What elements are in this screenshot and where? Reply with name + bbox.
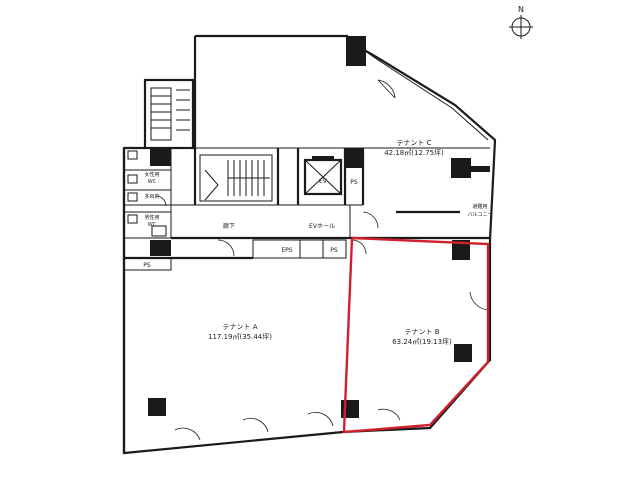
ev-label: EV: [319, 178, 328, 185]
corridor-band: [123, 205, 490, 271]
tenant-a-area: 117.19㎡(35.44坪): [208, 333, 272, 341]
exterior-walls: [122, 34, 497, 455]
wc-women-label-2: WC: [148, 179, 157, 185]
wc-men-label: 男性用: [144, 214, 159, 221]
wc-multi-label: 多目的: [144, 193, 159, 200]
ps-lower-label: PS: [330, 247, 338, 254]
ps-left-label: PS: [143, 262, 151, 269]
core-area: [123, 147, 490, 239]
door-swings: [155, 79, 491, 441]
eps-label: EPS: [281, 247, 292, 254]
tenant-b-highlight: [342, 236, 490, 434]
balcony-label: 避難用: [472, 203, 487, 210]
structural-columns: [148, 36, 490, 418]
compass-label: N: [518, 5, 524, 14]
north-compass-icon: N: [509, 5, 533, 39]
balcony-label-2: バルコニー: [468, 212, 493, 218]
wc-men-label-2: WC: [148, 222, 157, 228]
tenant-b-area: 63.24㎡(19.13坪): [392, 338, 452, 346]
tenant-c-name: テナント C: [396, 139, 431, 147]
tenant-c-area: 42.18㎡(12.75坪): [384, 149, 444, 157]
corridor-label: 廊下: [223, 222, 235, 230]
tenant-b-name: テナント B: [404, 328, 439, 336]
ps-upper-label: PS: [350, 179, 358, 186]
stair-tower: [143, 78, 195, 150]
ev-hall-label: EVホール: [309, 223, 335, 230]
wc-women-label: 女性用: [144, 171, 159, 178]
tenant-a-name: テナント A: [222, 323, 257, 331]
